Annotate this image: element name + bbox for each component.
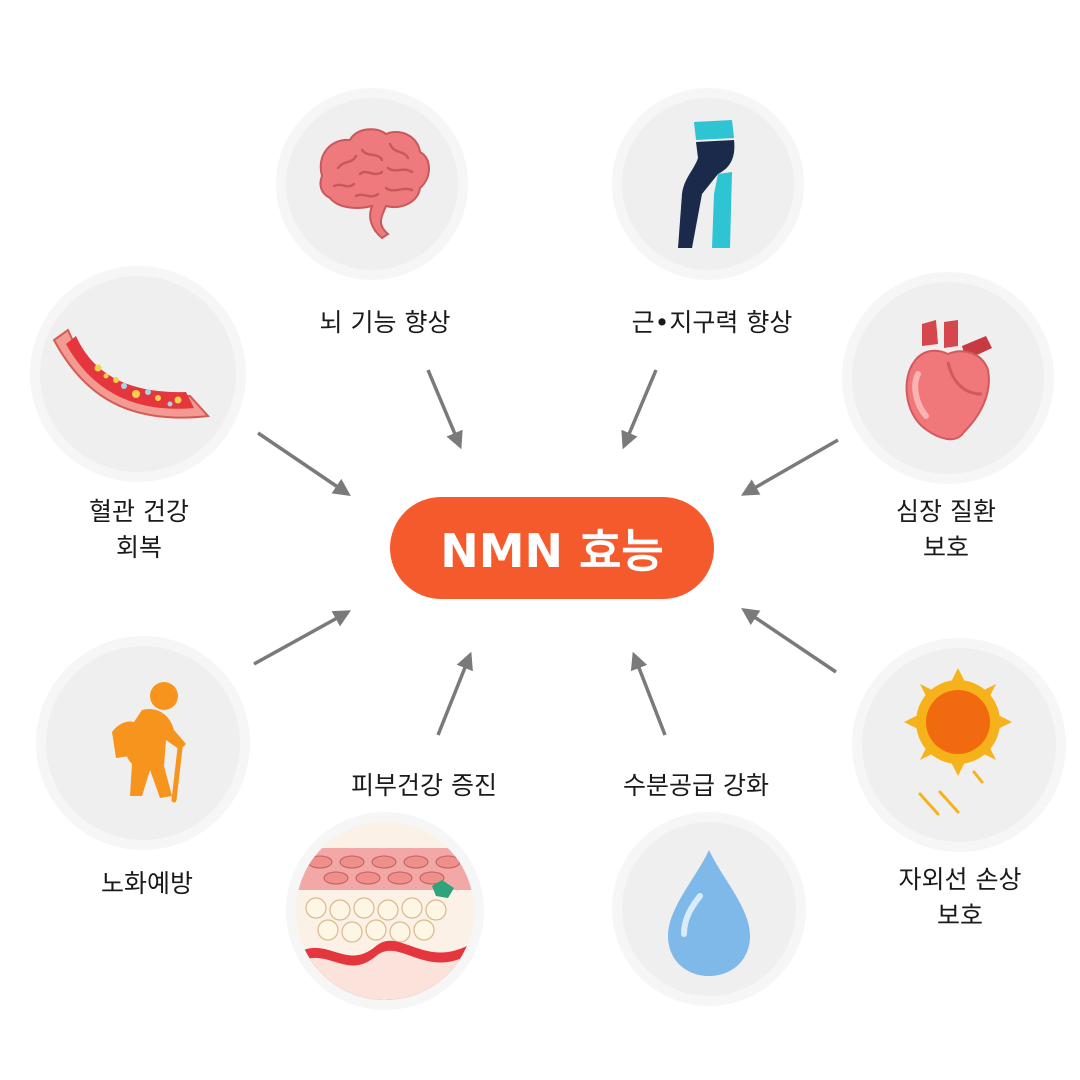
skin-circle — [296, 822, 474, 1000]
aging-label: 노화예방 — [100, 869, 194, 898]
arrow-vessel — [257, 431, 351, 496]
arrow-uv — [741, 608, 837, 674]
elderly-person-icon — [112, 682, 186, 803]
center-title-pill: NMN 효능 — [390, 497, 714, 599]
water-label: 수분공급 강화 — [623, 771, 769, 800]
water-drop-icon — [668, 850, 750, 976]
vessel-circle — [40, 276, 236, 472]
brain-icon — [319, 128, 430, 240]
heart-circle — [852, 282, 1044, 474]
arrow-muscle — [621, 369, 658, 450]
skin-label: 피부건강 증진 — [351, 771, 497, 800]
muscle-circle — [622, 98, 794, 270]
leg-muscle-icon — [678, 120, 735, 248]
muscle-label: 근•지구력 향상 — [631, 308, 793, 337]
skin-layers-icon — [296, 822, 474, 1000]
sun-icon — [904, 668, 1012, 816]
arrow-aging — [253, 610, 352, 666]
blood-vessel-icon — [52, 328, 211, 419]
arrow-water — [630, 651, 667, 736]
vessel-label: 혈관 건강 회복 — [89, 497, 189, 562]
brain-circle — [286, 98, 458, 270]
arrow-brain — [426, 369, 463, 450]
aging-circle — [46, 646, 240, 840]
water-circle — [622, 822, 796, 996]
arrow-heart — [740, 438, 839, 496]
uv-circle — [862, 648, 1056, 842]
arrow-skin — [436, 651, 473, 736]
heart-label: 심장 질환 보호 — [896, 497, 996, 562]
brain-label: 뇌 기능 향상 — [319, 308, 451, 337]
uv-label: 자외선 손상 보호 — [898, 865, 1022, 930]
heart-icon — [905, 320, 992, 441]
center-title: NMN 효능 — [440, 524, 664, 578]
